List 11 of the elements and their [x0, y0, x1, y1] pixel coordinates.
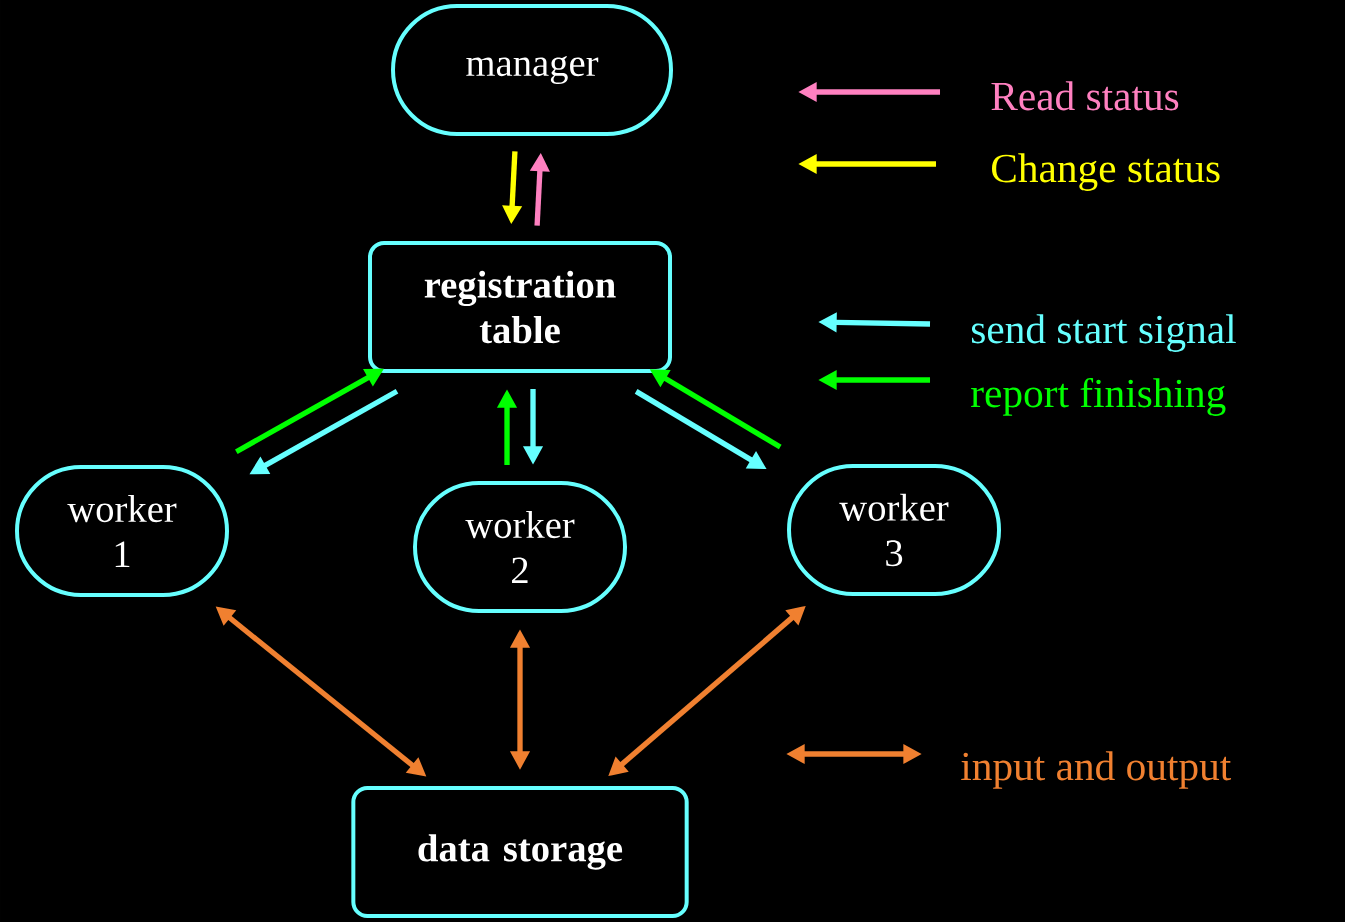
legend-label: send start signal: [971, 314, 1236, 352]
legend-label: Read status: [991, 81, 1179, 111]
process-box: data storage: [351, 786, 689, 918]
legend-label: Change status: [991, 153, 1220, 191]
legend-label: input and output: [961, 751, 1231, 789]
process-box: registration table: [368, 241, 672, 373]
rounded-node: worker 2: [413, 481, 627, 613]
rounded-node: worker 3: [787, 464, 1001, 596]
rounded-node: worker 1: [15, 465, 229, 597]
rounded-node: manager: [391, 4, 673, 136]
legend-label: report finishing: [971, 377, 1226, 416]
